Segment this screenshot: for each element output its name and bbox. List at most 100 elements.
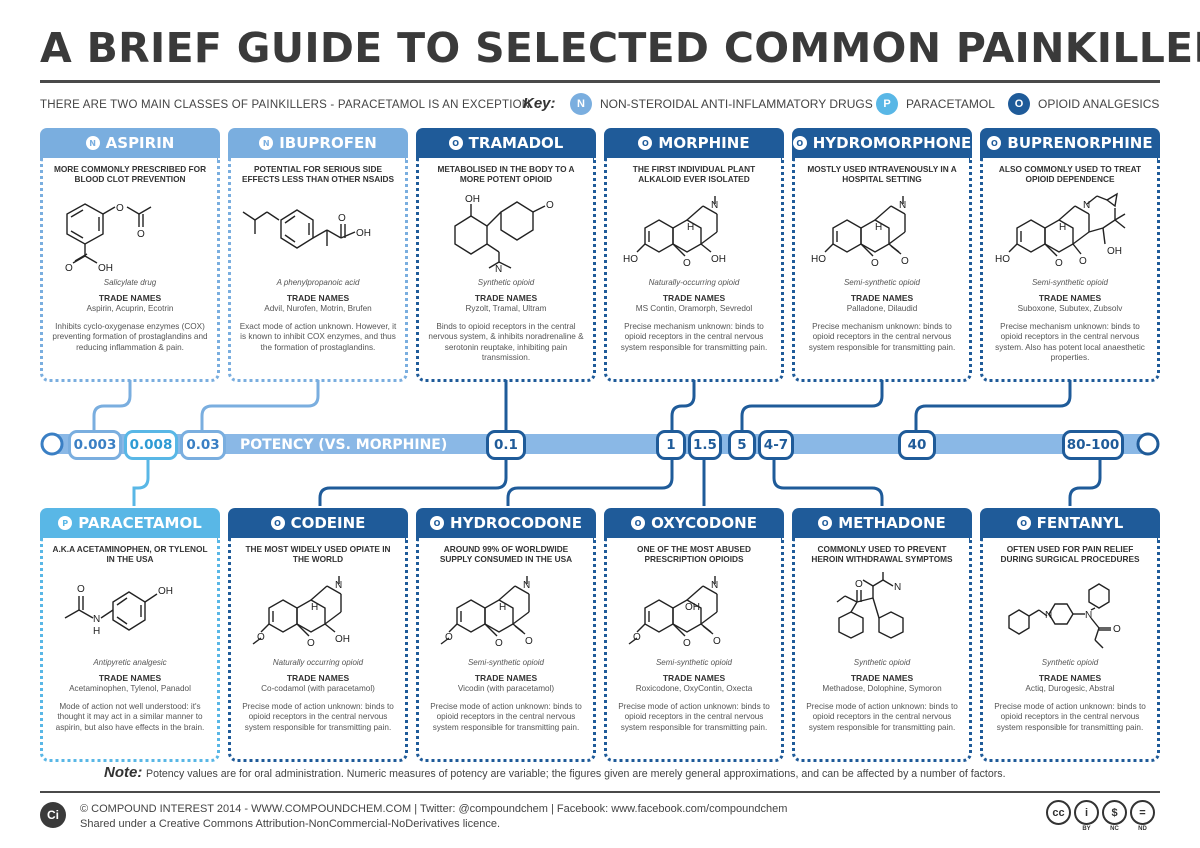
subtitle: THERE ARE TWO MAIN CLASSES OF PAINKILLER… bbox=[40, 99, 534, 111]
hydrocodone-molecule-icon: N H O O O bbox=[440, 576, 533, 649]
drug-description: MORE COMMONLY PRESCRIBED FOR BLOOD CLOT … bbox=[53, 164, 207, 185]
mol-label: OH bbox=[98, 263, 113, 274]
drug-class: Semi-synthetic opioid bbox=[467, 658, 545, 667]
opioid-badge-icon: O bbox=[1008, 93, 1030, 115]
mol-label: OH bbox=[356, 228, 371, 239]
mol-label: OH bbox=[465, 194, 480, 205]
potency-methadone: 4-7 bbox=[758, 430, 794, 460]
trade-names-label: TRADE NAMES bbox=[662, 293, 726, 303]
mol-label: O bbox=[257, 632, 265, 643]
footer-credits: © COMPOUND INTEREST 2014 - WWW.COMPOUNDC… bbox=[80, 803, 788, 815]
cc-item: = ND bbox=[1130, 800, 1155, 832]
nsaid-badge-icon: N bbox=[259, 136, 274, 150]
card-header: O MORPHINE bbox=[604, 128, 784, 158]
trade-names-label: TRADE NAMES bbox=[850, 293, 914, 303]
card-oxycodone: O OXYCODONE ONE OF THE MOST ABUSED PRESC… bbox=[604, 508, 784, 762]
trade-names-label: TRADE NAMES bbox=[474, 673, 538, 683]
mol-label: O bbox=[683, 638, 691, 649]
card-body: OFTEN USED FOR PAIN RELIEF DURING SURGIC… bbox=[980, 538, 1160, 762]
title-rule bbox=[40, 80, 1160, 83]
card-body: MOSTLY USED INTRAVENOUSLY IN A HOSPITAL … bbox=[792, 158, 972, 382]
drug-name: ASPIRIN bbox=[105, 134, 175, 152]
mol-label: O bbox=[546, 200, 554, 211]
cc-item: i BY bbox=[1074, 800, 1099, 832]
drug-description: A.K.A ACETAMINOPHEN, OR TYLENOL IN THE U… bbox=[52, 544, 208, 565]
footer-rule bbox=[40, 791, 1160, 793]
mol-label: H bbox=[1059, 222, 1066, 233]
trade-names-label: TRADE NAMES bbox=[98, 673, 162, 683]
card-header: O TRAMADOL bbox=[416, 128, 596, 158]
mol-label: OH bbox=[335, 634, 350, 645]
aspirin-molecule-icon: O O OH O bbox=[65, 203, 152, 274]
drug-notes: Precise mode of action unknown: binds to… bbox=[806, 701, 958, 732]
trade-names-label: TRADE NAMES bbox=[286, 673, 350, 683]
trade-names: Vicodin (with paracetamol) bbox=[457, 684, 555, 693]
mol-label: H bbox=[311, 602, 318, 613]
cc-item: cc bbox=[1046, 800, 1071, 832]
card-body: ALSO COMMONLY USED TO TREAT OPIOID DEPEN… bbox=[980, 158, 1160, 382]
card-body: THE MOST WIDELY USED OPIATE IN THE WORLD… bbox=[228, 538, 408, 762]
card-body: MORE COMMONLY PRESCRIBED FOR BLOOD CLOT … bbox=[40, 158, 220, 382]
drug-name: METHADONE bbox=[838, 514, 946, 532]
note-text: Potency values are for oral administrati… bbox=[146, 768, 1006, 780]
card-hydrocodone: O HYDROCODONE AROUND 99% OF WORLDWIDE SU… bbox=[416, 508, 596, 762]
trade-names-label: TRADE NAMES bbox=[474, 293, 538, 303]
trade-names-label: TRADE NAMES bbox=[98, 293, 162, 303]
drug-description: THE FIRST INDIVIDUAL PLANT ALKALOID EVER… bbox=[632, 164, 756, 185]
mol-label: O bbox=[65, 263, 73, 274]
opioid-badge-icon: O bbox=[1016, 516, 1031, 530]
key-item-opioid: O OPIOID ANALGESICS bbox=[1008, 93, 1159, 115]
drug-notes: Precise mechanism unknown: binds to opio… bbox=[995, 321, 1145, 363]
drug-notes: Inhibits cyclo-oxygenase enzymes (COX) p… bbox=[52, 321, 208, 352]
mol-label: O bbox=[683, 258, 691, 269]
compound-interest-logo-icon: Ci bbox=[40, 802, 66, 828]
trade-names: Suboxone, Subutex, Zubsolv bbox=[1017, 304, 1123, 313]
mol-label: O bbox=[871, 258, 879, 269]
mol-label: O bbox=[633, 632, 641, 643]
trade-names: Methadose, Dolophine, Symoron bbox=[822, 684, 942, 693]
mol-label: N bbox=[93, 614, 100, 625]
drug-class: Semi-synthetic opioid bbox=[655, 658, 733, 667]
drug-notes: Precise mode of action unknown: binds to… bbox=[994, 701, 1146, 732]
cc-item: $ NC bbox=[1102, 800, 1127, 832]
card-body: AROUND 99% OF WORLDWIDE SUPPLY CONSUMED … bbox=[416, 538, 596, 762]
mol-label: O bbox=[137, 229, 145, 240]
drug-name: TRAMADOL bbox=[468, 134, 564, 152]
trade-names: Palladone, Dilaudid bbox=[846, 304, 918, 313]
drug-notes: Precise mode of action unknown: binds to… bbox=[618, 701, 770, 732]
opioid-badge-icon: O bbox=[987, 136, 1002, 150]
opioid-badge-icon: O bbox=[818, 516, 833, 530]
mol-label: N bbox=[894, 582, 901, 593]
by-icon: i bbox=[1074, 800, 1099, 825]
card-fentanyl: O FENTANYL OFTEN USED FOR PAIN RELIEF DU… bbox=[980, 508, 1160, 762]
card-morphine: O MORPHINE THE FIRST INDIVIDUAL PLANT AL… bbox=[604, 128, 784, 382]
card-header: O FENTANYL bbox=[980, 508, 1160, 538]
cc-label: ND bbox=[1138, 826, 1147, 832]
drug-name: IBUPROFEN bbox=[279, 134, 377, 152]
opioid-badge-icon: O bbox=[792, 136, 807, 150]
mol-label: HO bbox=[995, 254, 1010, 265]
drug-notes: Precise mechanism unknown: binds to opio… bbox=[808, 321, 956, 352]
mol-label: N bbox=[523, 580, 530, 591]
trade-names-label: TRADE NAMES bbox=[662, 673, 726, 683]
card-paracetamol: P PARACETAMOL A.K.A ACETAMINOPHEN, OR TY… bbox=[40, 508, 220, 762]
drug-name: PARACETAMOL bbox=[78, 514, 202, 532]
ibuprofen-molecule-icon: O OH bbox=[242, 209, 371, 249]
mol-label: H bbox=[687, 222, 694, 233]
opioid-badge-icon: O bbox=[448, 136, 463, 150]
card-hydromorphone: O HYDROMORPHONE MOSTLY USED INTRAVENOUSL… bbox=[792, 128, 972, 382]
drug-class: Synthetic opioid bbox=[1041, 658, 1099, 667]
mol-label: N bbox=[899, 200, 906, 211]
card-header: O METHADONE bbox=[792, 508, 972, 538]
mol-label: OH bbox=[711, 254, 726, 265]
card-header: O OXYCODONE bbox=[604, 508, 784, 538]
drug-class: Naturally occurring opioid bbox=[272, 658, 364, 667]
potency-buprenorphine: 40 bbox=[898, 430, 936, 460]
mol-label: N bbox=[1085, 610, 1092, 621]
cc-label: BY bbox=[1082, 826, 1091, 832]
trade-names-label: TRADE NAMES bbox=[1038, 673, 1102, 683]
drug-description: THE MOST WIDELY USED OPIATE IN THE WORLD bbox=[245, 544, 391, 565]
mol-label: N bbox=[335, 580, 342, 591]
mol-label: N bbox=[1083, 200, 1090, 211]
card-body: A.K.A ACETAMINOPHEN, OR TYLENOL IN THE U… bbox=[40, 538, 220, 762]
